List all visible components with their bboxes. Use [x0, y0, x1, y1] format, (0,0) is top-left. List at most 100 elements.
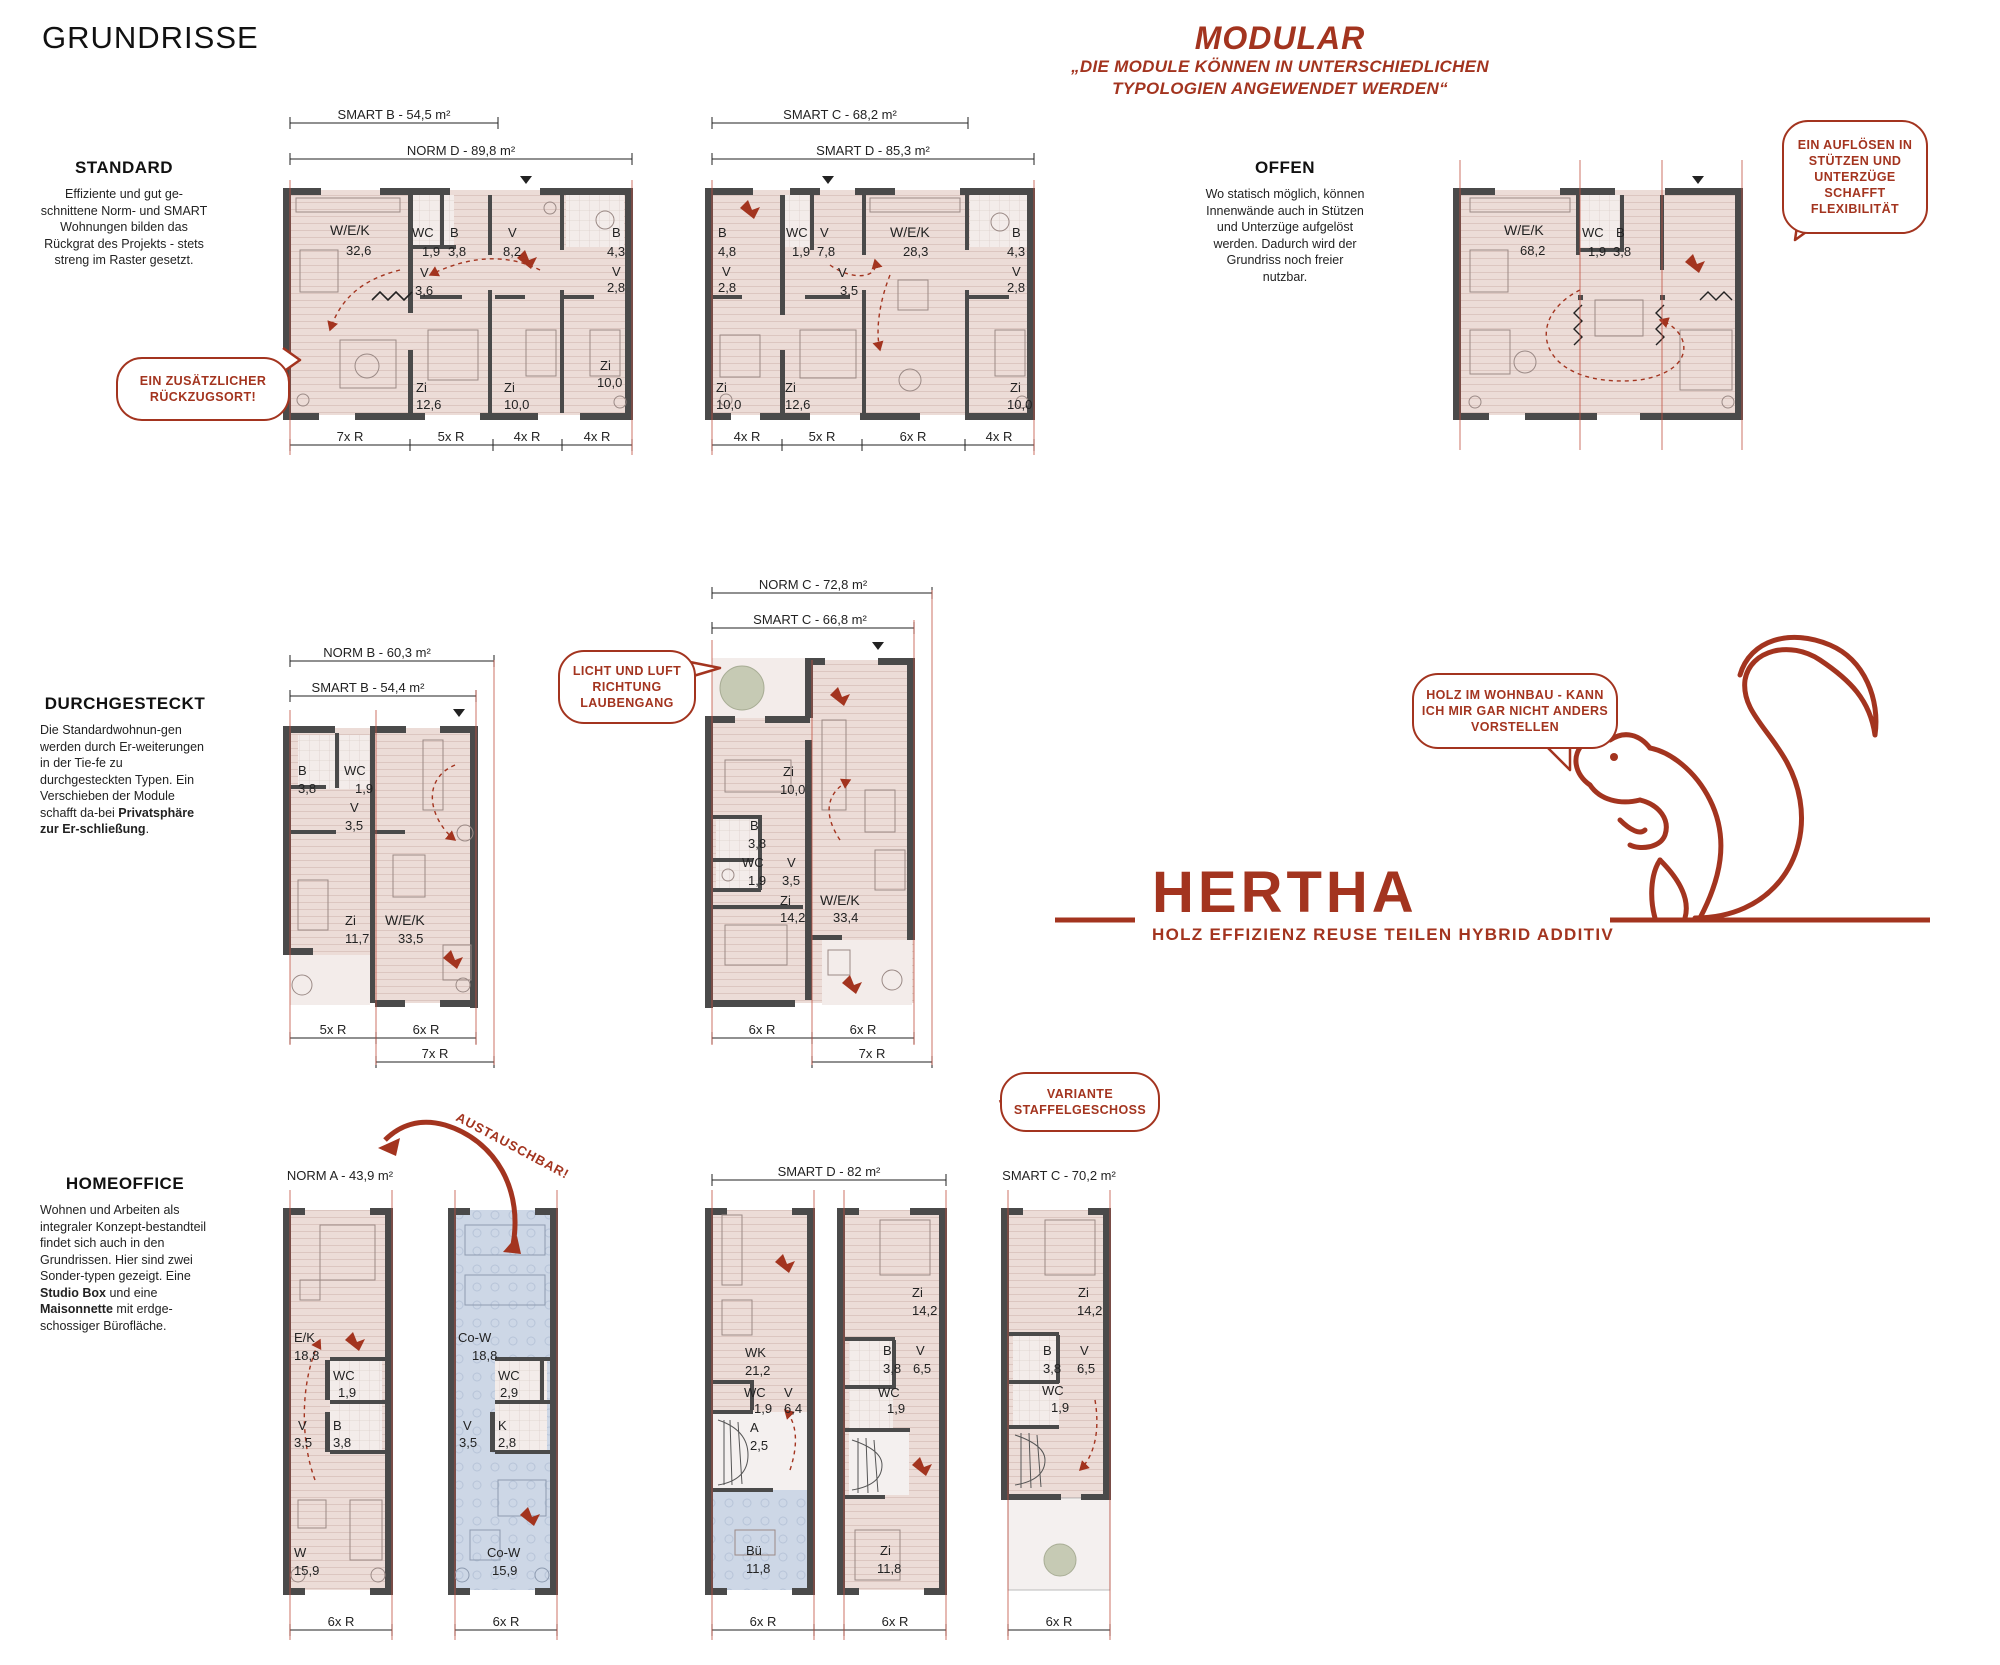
- room-name: WC: [412, 225, 434, 240]
- dim-label: 7x R: [422, 1046, 449, 1061]
- room-name: V: [508, 225, 517, 240]
- room-area: 10,0: [780, 782, 805, 797]
- room-name: WC: [742, 855, 764, 870]
- room-name: W/E/K: [820, 892, 860, 908]
- room-labels: B 3,8 WC 1,9 V 3,5 Zi 11,7 W/E/K 33,5: [298, 763, 425, 946]
- stair-area: [849, 1430, 909, 1495]
- plan-durchgesteckt-1: NORM B - 60,3 m² SMART B - 54,4 m² 5x R …: [283, 645, 495, 1068]
- circulation-arrow: [872, 274, 891, 352]
- squirrel-eye: [1610, 753, 1618, 761]
- text-bold: Maisonnette: [40, 1302, 113, 1316]
- room-area: 3,5: [345, 818, 363, 833]
- room-name: V: [787, 855, 796, 870]
- bathroom-tiles: [970, 195, 1028, 247]
- squirrel-icon: [345, 1332, 365, 1351]
- dim-label: 4x R: [584, 429, 611, 444]
- squirrel-icon: [1685, 254, 1705, 273]
- room-area: 6,5: [1077, 1361, 1095, 1376]
- room-labels: W/E/K 32,6 WC 1,9 B 3,8 V 8,2 B 4,3 V 3,…: [330, 222, 625, 412]
- room-name: Co-W: [458, 1330, 492, 1345]
- grid-axes: [454, 1190, 558, 1640]
- dim-label: 7x R: [337, 429, 364, 444]
- swap-arrow-head: [503, 1236, 521, 1254]
- bathroom-tiles: [412, 195, 454, 247]
- room-area: 14,2: [780, 910, 805, 925]
- section-standard: STANDARD Effiziente und gut ge-schnitten…: [38, 158, 210, 269]
- room-area: 10,0: [1007, 397, 1032, 412]
- circulation-arrow: [431, 764, 457, 841]
- room-area: 33,4: [833, 910, 858, 925]
- room-area: 1,9: [338, 1385, 356, 1400]
- room-area: 33,5: [398, 931, 423, 946]
- section-text-standard: Effiziente und gut ge-schnittene Norm- u…: [40, 187, 208, 267]
- room-labels: W/E/K 68,2 WC 1,9 B 3,8: [1504, 222, 1631, 259]
- room-area: 1,9: [754, 1401, 772, 1416]
- room-name: WC: [344, 763, 366, 778]
- room-area: 4,3: [1007, 244, 1025, 259]
- room-area: 8,2: [503, 244, 521, 259]
- plan-offen: W/E/K 68,2 WC 1,9 B 3,8: [1453, 160, 1743, 450]
- modular-title: MODULAR: [1194, 20, 1366, 56]
- grid-axes: [711, 590, 933, 1065]
- room-name: WC: [498, 1368, 520, 1383]
- room-area: 18,8: [294, 1348, 319, 1363]
- room-area: 3,8: [883, 1361, 901, 1376]
- dim-label: 6x R: [850, 1022, 877, 1037]
- entrance-icon: [822, 176, 834, 184]
- room-area: 7,8: [817, 244, 835, 259]
- room-area: 3,8: [333, 1435, 351, 1450]
- room-area: 2,8: [1007, 280, 1025, 295]
- grid-axes: [1007, 1190, 1111, 1640]
- room-area: 1,9: [1051, 1400, 1069, 1415]
- section-title-standard: STANDARD: [74, 158, 174, 177]
- room-name: V: [463, 1418, 472, 1433]
- page-heading: GRUNDRISSE: [42, 20, 259, 55]
- room-area: 4,3: [607, 244, 625, 259]
- plan-standard-1: SMART B - 54,5 m² NORM D - 89,8 m² 7x R …: [283, 107, 633, 455]
- room-area: 3,8: [1043, 1361, 1061, 1376]
- section-title-offen: OFFEN: [1254, 158, 1316, 177]
- dim-label: NORM B - 60,3 m²: [323, 645, 431, 660]
- dim-label: NORM A - 43,9 m²: [287, 1168, 394, 1183]
- furniture: [854, 1219, 931, 1581]
- dim-label: NORM C - 72,8 m²: [759, 577, 868, 592]
- room-name: B: [298, 763, 307, 778]
- squirrel-icon: [517, 250, 537, 269]
- room-name: E/K: [294, 1330, 315, 1345]
- room-name: WC: [744, 1385, 766, 1400]
- room-area: 3,6: [415, 283, 433, 298]
- entrance-icon: [520, 176, 532, 184]
- room-name: Zi: [1078, 1285, 1089, 1300]
- dimension-lines: [711, 117, 1035, 451]
- dim-label: SMART C - 70,2 m²: [1002, 1168, 1116, 1183]
- modular-subtitle-line-1: „DIE MODULE KÖNNEN IN UNTERSCHIEDLICHEN: [1071, 57, 1489, 76]
- room-name: V: [820, 225, 829, 240]
- bathroom-tiles: [1578, 195, 1624, 247]
- walls: [283, 188, 633, 420]
- dim-label: 6x R: [749, 1022, 776, 1037]
- room-area: 2,8: [607, 280, 625, 295]
- room-name: W/E/K: [890, 224, 930, 240]
- bathroom-tiles: [330, 1360, 382, 1450]
- room-area: 2,5: [750, 1438, 768, 1453]
- room-name: B: [612, 225, 621, 240]
- squirrel-icon: [740, 200, 760, 219]
- room-name: Zi: [912, 1285, 923, 1300]
- room-labels: Zi 14,2 B 3,8 V 6,5 WC 1,9 Zi 11,8: [877, 1285, 937, 1576]
- brand-tagline: HOLZ EFFIZIENZ REUSE TEILEN HYBRID ADDIT…: [1152, 925, 1614, 944]
- room-area: 3,5: [294, 1435, 312, 1450]
- dim-label: 6x R: [1046, 1614, 1073, 1629]
- room-area: 11,7: [345, 931, 369, 946]
- squirrel-icon: [775, 1254, 795, 1273]
- brand-name: HERTHA: [1152, 860, 1418, 925]
- room-name: Co-W: [487, 1545, 521, 1560]
- walls: [837, 1208, 947, 1595]
- room-name: W/E/K: [1504, 222, 1544, 238]
- dim-label: 6x R: [413, 1022, 440, 1037]
- squirrel-icon: [842, 975, 862, 994]
- room-area: 14,2: [1077, 1303, 1102, 1318]
- swap-arrow-head: [378, 1138, 400, 1156]
- room-area: 68,2: [1520, 243, 1545, 258]
- plan-homeoffice-4: SMART C - 70,2 m² 6x R Zi 14,2 B 3,8 V 6…: [1001, 1168, 1116, 1640]
- squirrel-icon: [443, 950, 463, 969]
